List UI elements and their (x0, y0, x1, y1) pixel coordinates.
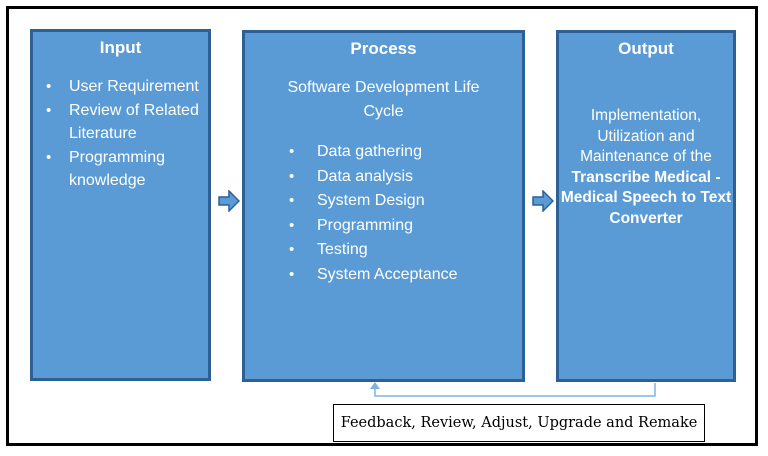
process-item-programming: Programming (245, 214, 522, 239)
process-item-data-analysis: Data analysis (245, 165, 522, 190)
right-arrow-icon (532, 190, 554, 212)
output-title: Output (618, 39, 674, 58)
output-text-bold: Transcribe Medical - Medical Speech to T… (560, 168, 732, 227)
process-subtitle: Software Development Life Cycle (287, 79, 480, 120)
feedback-label: Feedback, Review, Adjust, Upgrade and Re… (340, 415, 698, 431)
input-list: User Requirement Review of Related Liter… (33, 75, 208, 193)
process-box: Process Software Development Life Cycle … (242, 30, 525, 382)
input-title: Input (99, 38, 142, 57)
output-text-plain: Implementation, Utilization and Maintena… (580, 107, 712, 165)
input-item-programming-knowledge: Programming knowledge (33, 146, 208, 193)
input-item-user-requirement: User Requirement (33, 75, 208, 99)
process-item-system-design: System Design (245, 189, 522, 214)
feedback-box: Feedback, Review, Adjust, Upgrade and Re… (333, 404, 705, 442)
right-arrow-icon (218, 190, 240, 212)
input-box: Input User Requirement Review of Related… (30, 29, 211, 381)
process-item-data-gathering: Data gathering (245, 140, 522, 165)
output-box: Output Implementation, Utilization and M… (556, 30, 736, 382)
process-title: Process (350, 39, 417, 58)
input-item-review-literature: Review of Related Literature (33, 99, 208, 146)
process-item-system-acceptance: System Acceptance (245, 263, 522, 288)
process-list: Data gathering Data analysis System Desi… (245, 140, 522, 287)
output-description: Implementation, Utilization and Maintena… (559, 106, 733, 229)
process-item-testing: Testing (245, 238, 522, 263)
